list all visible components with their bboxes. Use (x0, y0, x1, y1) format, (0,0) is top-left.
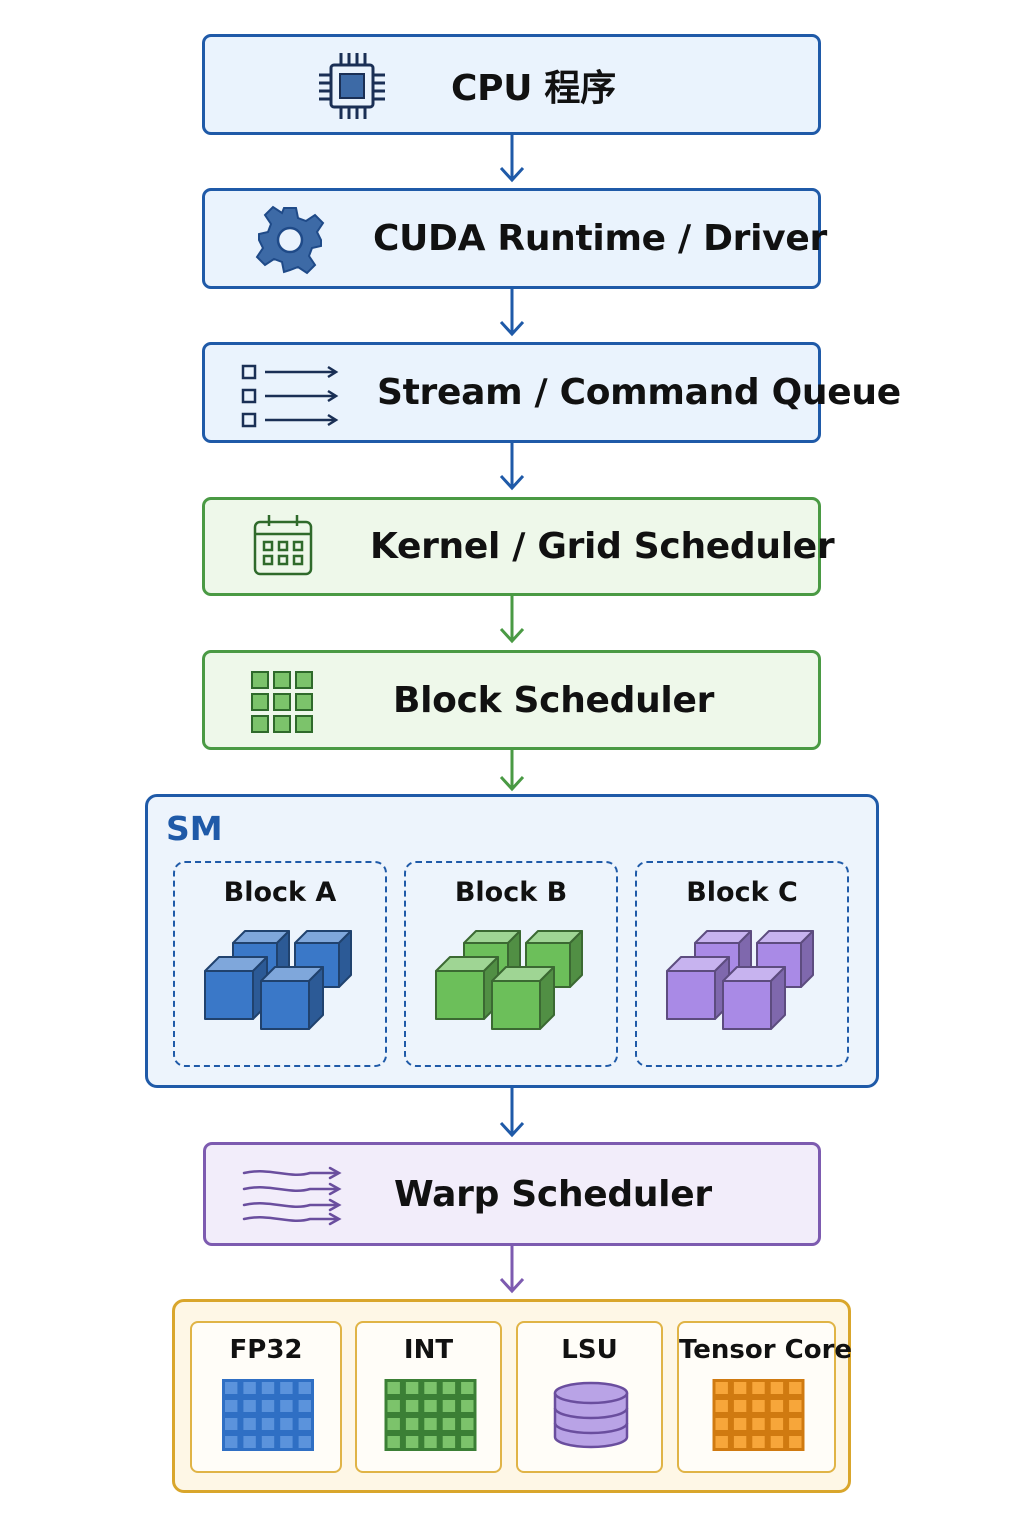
stage-label: Stream / Command Queue (377, 372, 901, 413)
block-b: Block B (404, 861, 618, 1067)
sm-title: SM (166, 809, 223, 848)
flow-arrow (499, 1088, 525, 1138)
queue-list-icon (241, 364, 339, 428)
stage-warp-scheduler: Warp Scheduler (203, 1142, 821, 1246)
grid-icon (712, 1379, 805, 1451)
gear-icon (255, 205, 325, 275)
stage-block-scheduler: Block Scheduler (202, 650, 821, 750)
flow-arrow (499, 596, 525, 644)
grid-icon (384, 1379, 477, 1451)
flow-arrow (499, 289, 525, 337)
stage-label: CPU 程序 (451, 67, 616, 109)
unit-label: FP32 (229, 1335, 303, 1365)
cpu-chip-icon (319, 53, 385, 119)
stage-label: Kernel / Grid Scheduler (370, 526, 835, 567)
block-grid-icon (251, 671, 313, 733)
block-label: Block B (454, 877, 568, 908)
unit-label: Tensor Core (679, 1335, 853, 1365)
cubes-icon (435, 930, 583, 1030)
stage-kernel-grid-scheduler: Kernel / Grid Scheduler (202, 497, 835, 596)
grid-icon (222, 1379, 314, 1451)
unit-fp32: FP32 (190, 1321, 342, 1473)
cubes-icon (204, 930, 352, 1030)
unit-lsu: LSU (516, 1321, 663, 1473)
stage-label: Warp Scheduler (394, 1173, 712, 1215)
stage-cuda-runtime: CUDA Runtime / Driver (202, 188, 827, 289)
database-icon (553, 1381, 629, 1449)
block-a: Block A (173, 861, 387, 1067)
stage-cpu-program: CPU 程序 (202, 34, 821, 135)
flow-arrow (499, 135, 525, 183)
sm-container: SM Block A Block B Block C (145, 794, 879, 1088)
cubes-icon (666, 930, 814, 1030)
unit-label: INT (403, 1335, 454, 1365)
unit-int: INT (355, 1321, 502, 1473)
calendar-grid-icon (253, 515, 313, 576)
execution-units-container: FP32 INT LSU Tensor Core (172, 1299, 853, 1493)
unit-tensor-core: Tensor Core (677, 1321, 853, 1473)
unit-label: LSU (561, 1335, 618, 1365)
flow-arrow (499, 750, 525, 792)
block-label: Block A (223, 877, 337, 908)
stage-stream-queue: Stream / Command Queue (202, 342, 901, 443)
warp-flow-icon (242, 1166, 342, 1226)
flow-arrow (499, 443, 525, 491)
block-c: Block C (635, 861, 849, 1067)
flow-arrow (499, 1246, 525, 1294)
stage-label: Block Scheduler (393, 679, 715, 721)
block-label: Block C (686, 877, 798, 908)
stage-label: CUDA Runtime / Driver (373, 218, 827, 259)
